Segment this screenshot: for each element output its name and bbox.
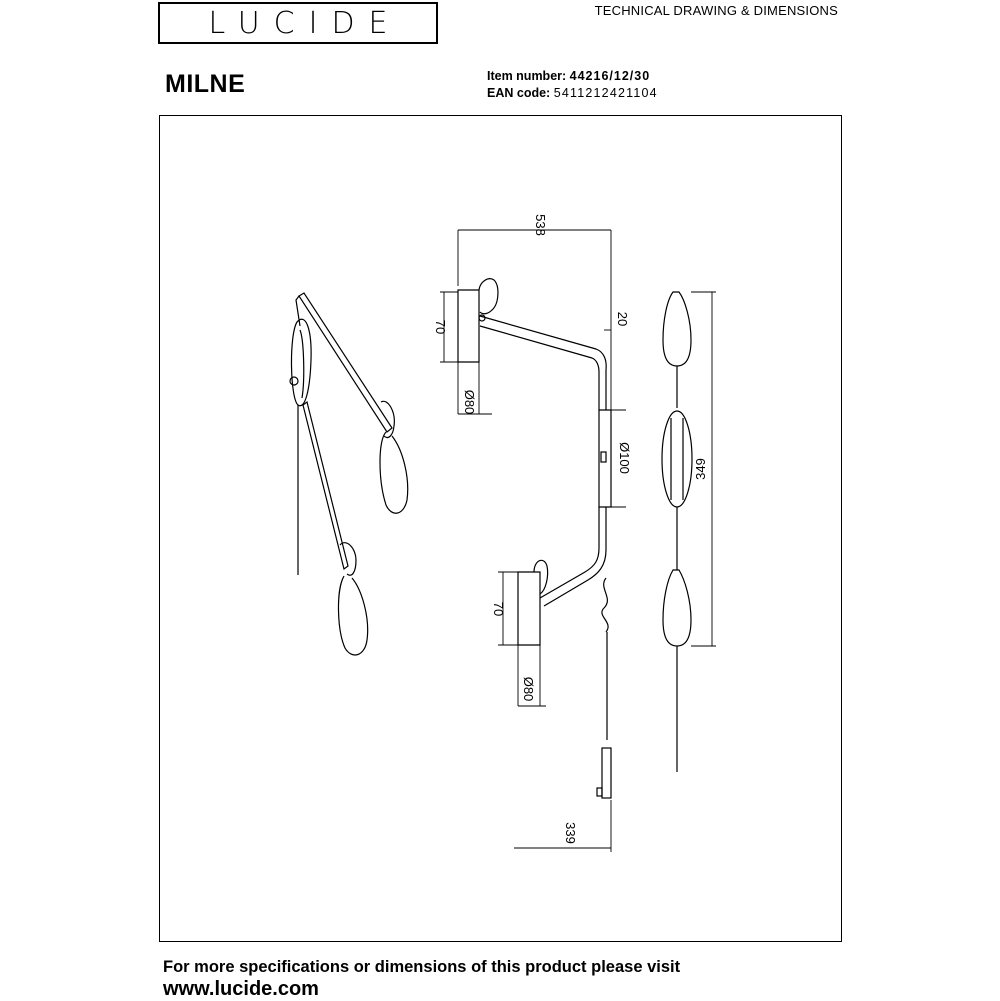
ean-value: 5411212421104 bbox=[553, 86, 658, 100]
ean-label: EAN code bbox=[487, 86, 547, 100]
front-view bbox=[457, 278, 612, 799]
dim-plate-diam: Ø100 bbox=[617, 442, 632, 474]
side-view bbox=[661, 291, 693, 772]
footer-website-link[interactable]: www.lucide.com bbox=[163, 978, 319, 1000]
dimension-lines bbox=[440, 229, 716, 852]
product-name: MILNE bbox=[165, 70, 246, 98]
document-title: TECHNICAL DRAWING & DIMENSIONS bbox=[594, 3, 838, 18]
logo-text: LUCIDE bbox=[208, 5, 402, 41]
dim-wall-offset: 20 bbox=[615, 312, 630, 326]
product-codes: Item number: 44216/12/30 EAN code: 54112… bbox=[487, 68, 658, 102]
dim-head-height-top: 70 bbox=[433, 320, 448, 334]
item-number-label: Item number bbox=[487, 69, 563, 83]
dim-width-total: 538 bbox=[533, 214, 548, 236]
item-number-row: Item number: 44216/12/30 bbox=[487, 69, 651, 83]
footer-info-text: For more specifications or dimensions of… bbox=[163, 958, 681, 976]
dim-head-diam-bottom: Ø80 bbox=[521, 677, 536, 702]
dim-total-height: 349 bbox=[693, 458, 708, 480]
ean-row: EAN code: 5411212421104 bbox=[487, 86, 658, 100]
brand-logo: LUCIDE bbox=[158, 2, 438, 44]
dim-head-diam-top: Ø80 bbox=[462, 390, 477, 415]
dim-head-height-bottom: 70 bbox=[491, 602, 506, 616]
drawing-frame bbox=[159, 115, 842, 942]
item-number-value: 44216/12/30 bbox=[569, 69, 651, 83]
perspective-view bbox=[289, 292, 409, 656]
dim-cable-offset: 339 bbox=[563, 822, 578, 844]
